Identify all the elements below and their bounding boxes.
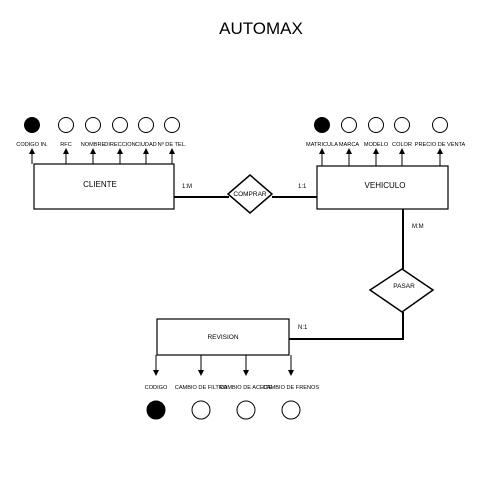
vehiculo-attr-color-label: COLOR <box>392 142 412 148</box>
diagram-title: AUTOMAX <box>219 19 303 38</box>
cliente-attr-codigo-in-label: CODIGO IN. <box>16 142 48 148</box>
entity-cliente-label: CLIENTE <box>83 180 117 189</box>
vehiculo-attr-matricula-key-marker <box>314 117 330 133</box>
vehiculo-attr-color-marker <box>394 117 410 133</box>
vehiculo-attr-matricula-label: MATRICULA <box>306 142 338 148</box>
revision-attr-cambio-de-aceite-marker <box>236 400 256 420</box>
revision-attr-cambio-de-frenos-label: CAMBIO DE FRENOS <box>263 385 320 391</box>
entity-vehiculo: VEHICULO <box>316 165 449 210</box>
vehiculo-attr-precio-de-venta-label: PRECIO DE VENTA <box>415 142 466 148</box>
cardinality-cliente-comprar: 1:M <box>182 184 192 190</box>
entity-revision: REVISION <box>156 318 290 356</box>
relationship-comprar: COMPRAR <box>226 174 274 214</box>
entity-vehiculo-label: VEHICULO <box>365 181 406 190</box>
cliente-attr-n-de-tel-marker <box>164 117 180 133</box>
cliente-attr-nombre-label: NOMBRE <box>81 142 106 148</box>
vehiculo-attr-precio-de-venta-marker <box>432 117 448 133</box>
cliente-attr-nombre-marker <box>85 117 101 133</box>
entity-cliente: CLIENTE <box>33 163 175 210</box>
vehiculo-attr-modelo-marker <box>368 117 384 133</box>
cliente-attr-direccion-label: DIRECCION <box>104 142 135 148</box>
cliente-attr-direccion-marker <box>112 117 128 133</box>
vehiculo-attr-modelo-label: MODELO <box>364 142 389 148</box>
cardinality-pasar-revision: N:1 <box>298 325 308 331</box>
revision-attr-cambio-de-aceite-label: CAMBIO DE ACEITE <box>220 385 273 391</box>
cardinality-vehiculo-pasar: M:M <box>412 224 424 230</box>
revision-attr-cambio-de-filtro-label: CAMBIO DE FILTRO <box>175 385 228 391</box>
edge-pasar-revision <box>289 312 404 340</box>
revision-attr-cambio-de-frenos-marker <box>281 400 301 420</box>
entity-revision-label: REVISION <box>207 334 238 341</box>
cliente-attr-rfc-label: RFC <box>60 142 72 148</box>
vehiculo-attr-marca-label: MARCA <box>339 142 359 148</box>
revision-attr-codigo-key-marker <box>146 400 166 420</box>
cliente-attr-n-de-tel-label: Nº DE TEL. <box>158 141 187 148</box>
revision-attr-cambio-de-filtro-marker <box>191 400 211 420</box>
cliente-attr-rfc-marker <box>58 117 74 133</box>
relationship-pasar: PASAR <box>368 268 435 313</box>
relationship-pasar-label: PASAR <box>393 283 415 290</box>
cliente-attr-codigo-in-key-marker <box>24 117 40 133</box>
cliente-attr-ciudad-marker <box>138 117 154 133</box>
revision-attr-codigo-label: CODIGO <box>145 385 168 391</box>
relationship-comprar-label: COMPRAR <box>233 191 267 198</box>
cliente-attr-ciudad-label: CIUDAD <box>135 142 156 148</box>
cardinality-comprar-vehiculo: 1:1 <box>298 184 307 190</box>
vehiculo-attr-marca-marker <box>341 117 357 133</box>
